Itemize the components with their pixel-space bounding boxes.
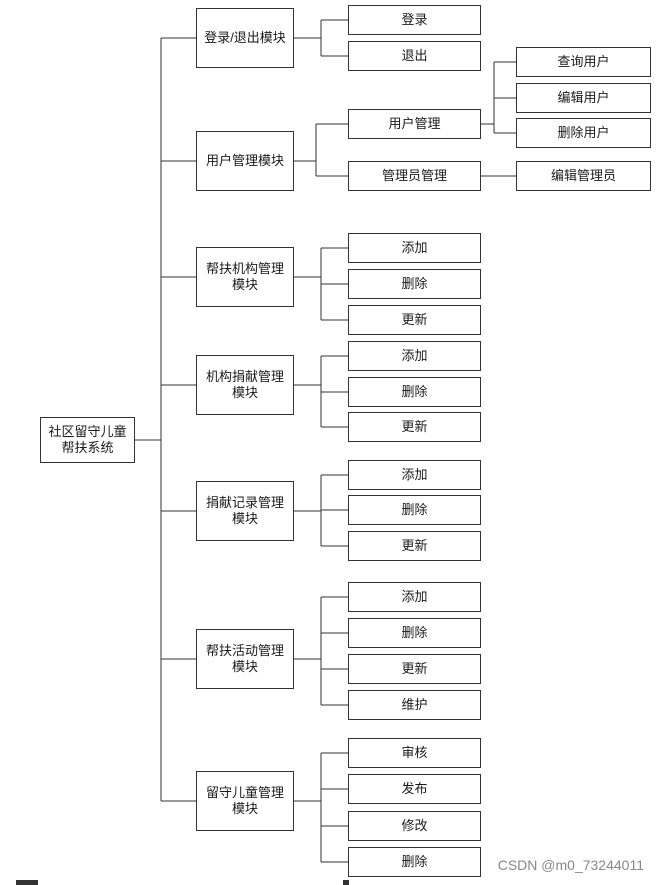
leaf-node: 删除	[348, 269, 481, 299]
leaf-node: 发布	[348, 774, 481, 804]
leaf-node: 编辑用户	[516, 83, 651, 113]
leaf-node: 更新	[348, 531, 481, 561]
module-node-2-label: 用户管理模块	[205, 153, 284, 168]
leaf-node-label: 查询用户	[557, 54, 610, 69]
leaf-node: 退出	[348, 41, 481, 71]
leaf-node-label: 更新	[401, 312, 428, 327]
leaf-node: 编辑管理员	[516, 161, 651, 191]
submodule-node-label: 用户管理	[388, 116, 441, 131]
module-node-5: 捐献记录管理 模块	[196, 481, 294, 541]
leaf-node: 添加	[348, 582, 481, 612]
submodule-node: 管理员管理	[348, 161, 481, 191]
cropped-fragment	[343, 880, 349, 885]
leaf-node: 删除	[348, 495, 481, 525]
leaf-node-label: 删除	[401, 854, 428, 869]
leaf-node: 删除用户	[516, 118, 651, 148]
module-node-4-label: 机构捐献管理 模块	[205, 369, 284, 400]
leaf-node-label: 删除	[401, 384, 428, 399]
leaf-node: 更新	[348, 654, 481, 684]
module-node-2: 用户管理模块	[196, 131, 294, 191]
root-node: 社区留守儿童 帮扶系统	[40, 417, 135, 463]
module-node-4: 机构捐献管理 模块	[196, 355, 294, 415]
leaf-node-label: 登录	[401, 12, 428, 27]
leaf-node-label: 更新	[401, 419, 428, 434]
leaf-node-label: 删除用户	[557, 125, 610, 140]
leaf-node-label: 更新	[401, 538, 428, 553]
module-node-7: 留守儿童管理 模块	[196, 771, 294, 831]
submodule-node: 用户管理	[348, 109, 481, 139]
module-node-6: 帮扶活动管理 模块	[196, 629, 294, 689]
module-node-1: 登录/退出模块	[196, 8, 294, 68]
leaf-node-label: 更新	[401, 661, 428, 676]
leaf-node-label: 删除	[401, 502, 428, 517]
leaf-node-label: 发布	[401, 781, 428, 796]
leaf-node: 删除	[348, 847, 481, 877]
leaf-node: 查询用户	[516, 47, 651, 77]
leaf-node-label: 维护	[401, 697, 428, 712]
leaf-node-label: 添加	[401, 589, 428, 604]
leaf-node: 添加	[348, 233, 481, 263]
leaf-node-label: 添加	[401, 348, 428, 363]
leaf-node: 删除	[348, 618, 481, 648]
leaf-node: 登录	[348, 5, 481, 35]
leaf-node-label: 编辑用户	[557, 90, 610, 105]
leaf-node-label: 退出	[401, 48, 428, 63]
leaf-node-label: 修改	[401, 818, 428, 833]
leaf-node: 修改	[348, 811, 481, 841]
leaf-node: 添加	[348, 460, 481, 490]
leaf-node: 更新	[348, 305, 481, 335]
leaf-node: 维护	[348, 690, 481, 720]
leaf-node-label: 删除	[401, 625, 428, 640]
module-node-3-label: 帮扶机构管理 模块	[205, 261, 284, 292]
module-node-1-label: 登录/退出模块	[204, 30, 286, 45]
leaf-node-label: 编辑管理员	[550, 168, 616, 183]
leaf-node: 添加	[348, 341, 481, 371]
submodule-node-label: 管理员管理	[381, 168, 447, 183]
cropped-fragment	[16, 880, 38, 885]
root-node-label: 社区留守儿童 帮扶系统	[48, 424, 127, 455]
module-node-5-label: 捐献记录管理 模块	[205, 495, 284, 526]
module-node-3: 帮扶机构管理 模块	[196, 247, 294, 307]
leaf-node-label: 添加	[401, 467, 428, 482]
watermark: CSDN @m0_73244011	[497, 857, 644, 873]
leaf-node-label: 审核	[401, 745, 428, 760]
leaf-node: 更新	[348, 412, 481, 442]
module-node-6-label: 帮扶活动管理 模块	[205, 643, 284, 674]
leaf-node: 删除	[348, 377, 481, 407]
leaf-node: 审核	[348, 738, 481, 768]
leaf-node-label: 添加	[401, 240, 428, 255]
module-node-7-label: 留守儿童管理 模块	[205, 785, 284, 816]
leaf-node-label: 删除	[401, 276, 428, 291]
